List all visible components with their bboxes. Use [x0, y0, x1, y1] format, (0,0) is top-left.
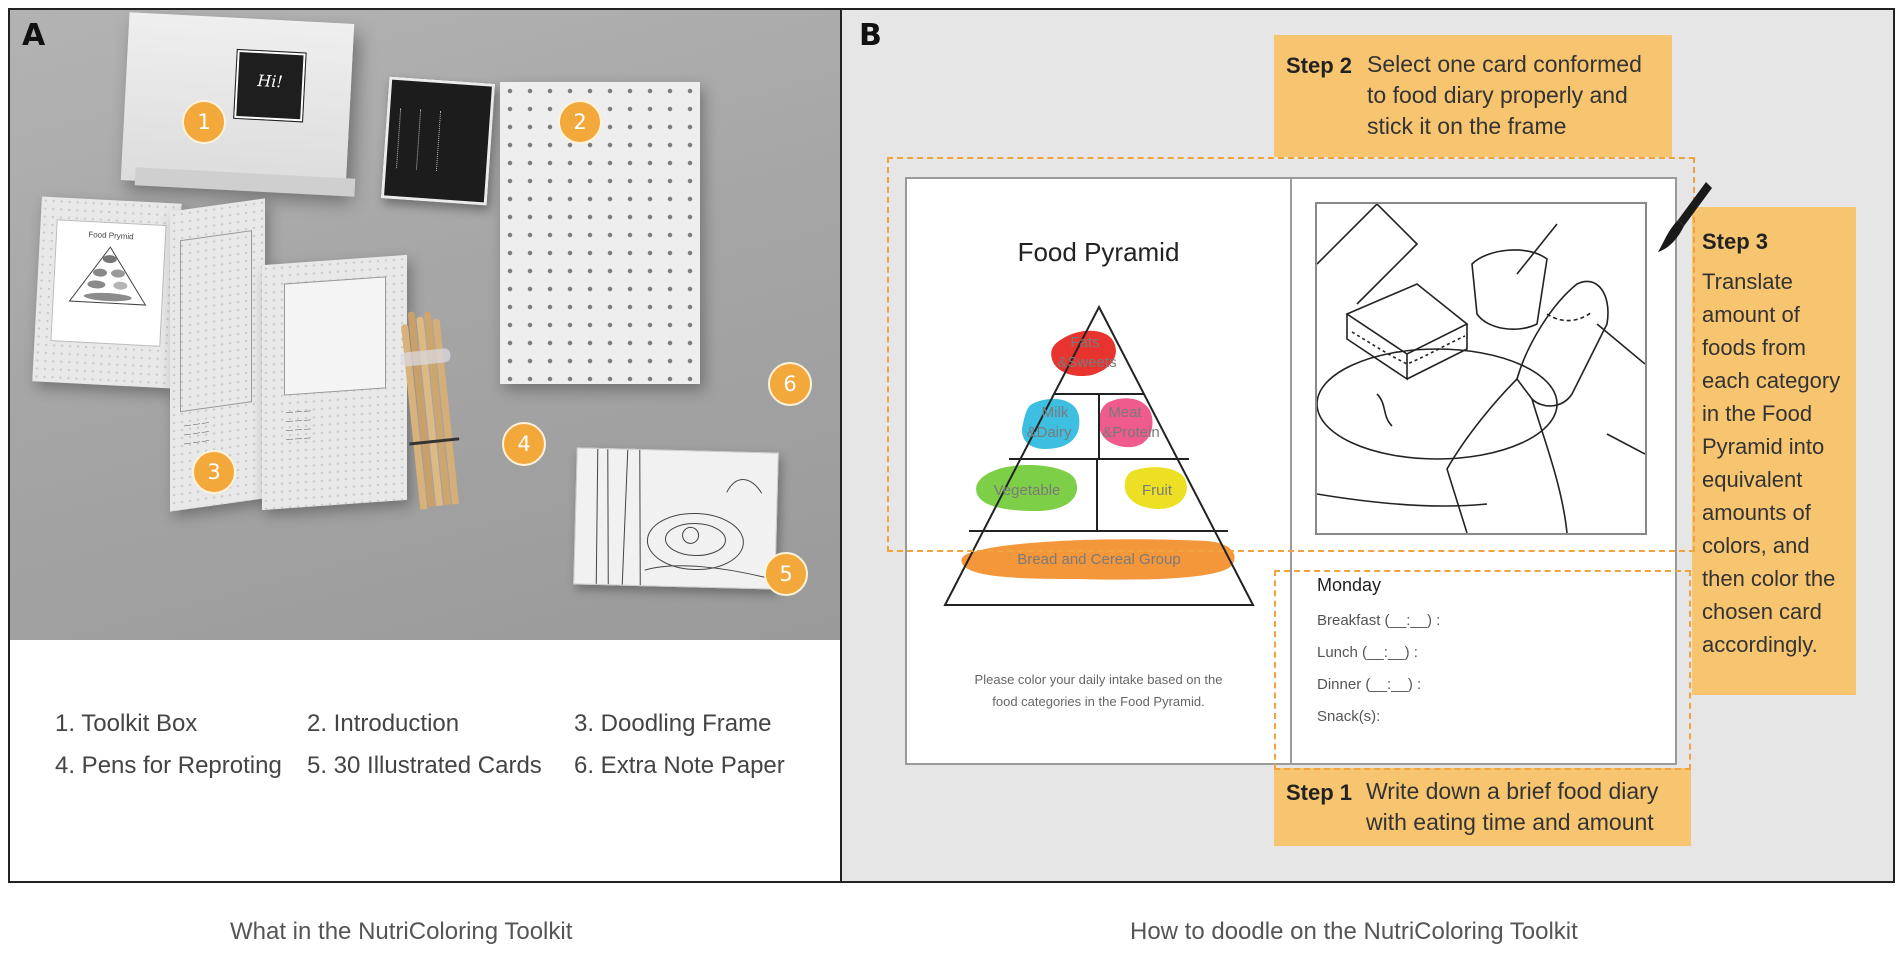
doodling-frame: Food Pyramid Fats &Sweets Milk &Dairy	[905, 177, 1677, 765]
fruit-label: Fruit	[1142, 482, 1173, 499]
diary-lunch: Lunch (__:__) :	[1317, 644, 1418, 661]
vegetable-label: Vegetable	[994, 482, 1061, 499]
bread-label: Bread and Cereal Group	[1017, 551, 1180, 568]
pyramid-outline	[943, 304, 1255, 606]
box-logo: Hi!	[233, 48, 307, 123]
diary-dinner: Dinner (__:__) :	[1317, 676, 1422, 693]
list-item: 4. Pens for Reproting	[55, 752, 282, 779]
step-3-label: Step 3	[1702, 229, 1769, 254]
step-2-label: Step 2	[1286, 53, 1353, 78]
vegetable-blob	[976, 464, 1078, 511]
fats-blob	[1051, 330, 1116, 377]
diary-snacks: Snack(s):	[1317, 708, 1381, 725]
toolkit-box: Hi!	[120, 12, 355, 192]
frame-book-right: — — —— — —— — —— — —	[262, 254, 407, 511]
extra-note-paper	[500, 82, 700, 384]
list-item: 1. Toolkit Box	[55, 710, 198, 737]
step-3-text: Translate amount of foods from each cate…	[1702, 269, 1841, 657]
diary-breakfast: Breakfast (__:__) :	[1317, 612, 1441, 629]
milk-label-2: &Dairy	[1026, 424, 1072, 441]
list-item: 3. Doodling Frame	[574, 710, 772, 737]
badge-5: 5	[764, 552, 808, 596]
frame-divider	[1290, 179, 1292, 763]
toolkit-photo: Hi! Food Prymid	[10, 10, 840, 640]
bread-blob	[961, 539, 1235, 580]
frame-left-page: Food Prymid	[32, 196, 182, 389]
badge-3: 3	[192, 450, 236, 494]
milk-blob	[1021, 398, 1080, 449]
intro-text-lines	[415, 109, 426, 170]
list-item: 2. Introduction	[307, 710, 460, 737]
toolkit-list: 1. Toolkit Box 2. Introduction 3. Doodli…	[10, 640, 840, 881]
list-item: 5. 30 Illustrated Cards	[307, 752, 542, 779]
frame-diary-lines: — — —— — —— — —	[184, 419, 209, 448]
step-2-box: Step 2 Select one card conformed to food…	[1274, 35, 1672, 157]
step-2-highlight	[887, 157, 1695, 552]
illustrated-card	[1315, 202, 1647, 535]
frame-pyramid-area: Food Prymid	[50, 219, 167, 347]
panel-a: Hi! Food Prymid	[8, 8, 842, 883]
meat-label-2: &Protein	[1102, 424, 1160, 441]
intro-text-lines	[396, 108, 406, 169]
fats-label-1: Fats	[1070, 334, 1099, 351]
paintbrush-icon	[1658, 182, 1712, 252]
frame-diary-lines: — — —— — —— — —— — —	[286, 407, 311, 444]
frame-card-slot	[284, 276, 386, 396]
mini-pyramid	[68, 246, 147, 306]
badge-6: 6	[768, 362, 812, 406]
list-item: 6. Extra Note Paper	[574, 752, 785, 779]
step-1-box: Step 1 Write down a brief food diary wit…	[1274, 768, 1691, 846]
pens-bundle	[399, 308, 465, 512]
pyramid-instruction: Please color your daily intake based on …	[974, 672, 1223, 709]
fruit-blob	[1124, 467, 1187, 509]
caption-right: How to doodle on the NutriColoring Toolk…	[1130, 918, 1578, 945]
milk-label-1: Milk	[1042, 404, 1069, 421]
card-sketch	[595, 448, 770, 586]
food-pyramid: Fats &Sweets Milk &Dairy Meat &Protein V…	[943, 304, 1255, 606]
caption-left: What in the NutriColoring Toolkit	[230, 918, 573, 945]
introduction-card	[380, 76, 496, 206]
badge-4: 4	[502, 422, 546, 466]
diary-day: Monday	[1317, 575, 1382, 595]
badge-1: 1	[182, 100, 226, 144]
step-1-label: Step 1	[1286, 780, 1353, 805]
frame-card-slot	[180, 230, 252, 413]
sandwich-sketch	[1316, 203, 1646, 534]
step-3-box: Step 3 Translate amount of foods from ea…	[1692, 207, 1856, 695]
panel-b-letter: B	[859, 18, 882, 53]
panel-b: B Step 2 Select one card conformed to fo…	[840, 8, 1895, 883]
panel-a-letter: A	[22, 18, 46, 53]
meat-blob	[1098, 398, 1153, 448]
badge-2: 2	[558, 100, 602, 144]
food-pyramid-title: Food Pyramid	[1017, 237, 1180, 267]
meat-label-1: Meat	[1108, 404, 1142, 421]
intro-text-lines	[435, 111, 446, 172]
step-1-text: Write down a brief food diary with eatin…	[1366, 778, 1659, 835]
illustrated-cards	[573, 447, 779, 590]
step-1-highlight	[1274, 570, 1691, 770]
fats-label-2: &Sweets	[1057, 354, 1116, 371]
step-2-text: Select one card conformed to food diary …	[1367, 51, 1642, 139]
